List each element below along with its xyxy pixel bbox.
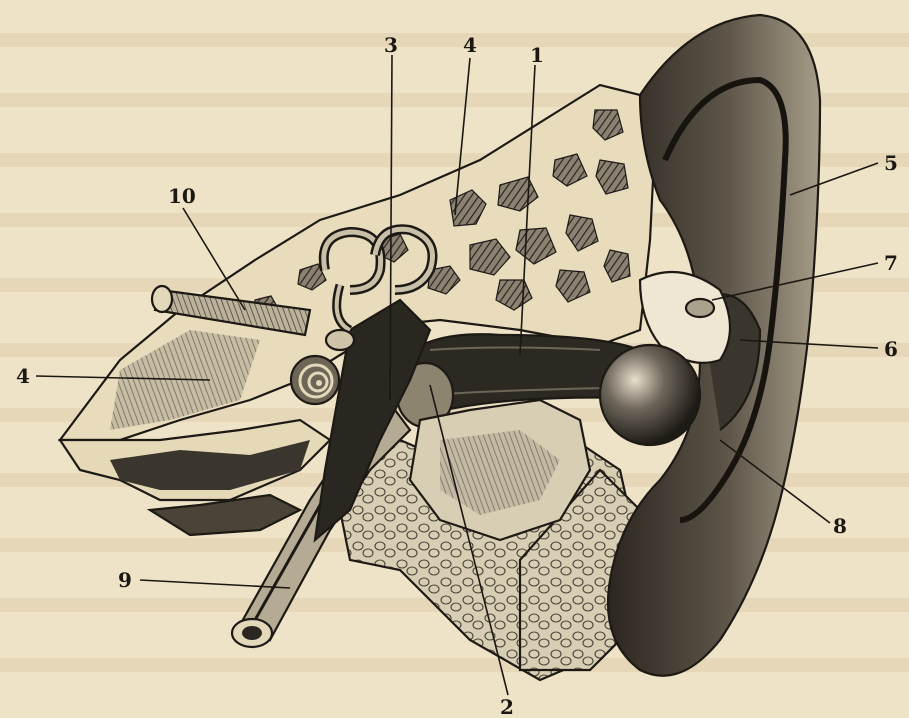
label-8: 8 [833, 514, 847, 538]
label-3: 3 [384, 33, 398, 57]
label-1: 1 [530, 43, 544, 67]
label-6: 6 [884, 337, 898, 361]
label-7: 7 [884, 251, 898, 275]
label-4-top: 4 [463, 33, 477, 57]
cochlea [291, 356, 339, 404]
label-2: 2 [500, 695, 514, 718]
label-10: 10 [168, 184, 196, 208]
label-9: 9 [118, 568, 132, 592]
label-4-left: 4 [16, 364, 30, 388]
label-5: 5 [884, 151, 898, 175]
